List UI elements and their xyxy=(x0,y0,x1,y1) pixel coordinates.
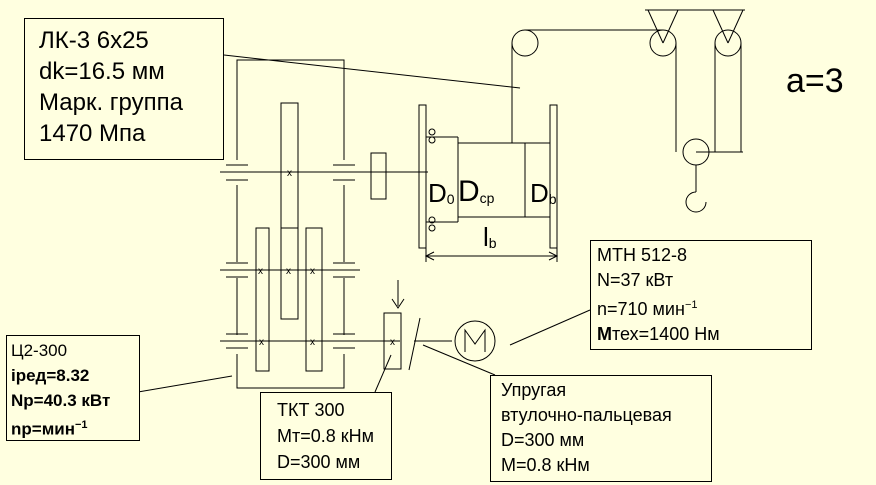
motor-speed-exp: −1 xyxy=(684,299,698,311)
reducer-ratio: iред=8.32 xyxy=(11,366,90,385)
drum-lb-label: lb xyxy=(483,222,497,253)
brake-torque: Мт=0.8 кНм xyxy=(277,426,375,446)
drum-d0-sub: 0 xyxy=(446,191,455,207)
reducer-model: Ц2-300 xyxy=(11,341,68,360)
brake-diameter: D=300 мм xyxy=(277,452,361,472)
coupling-torque: М=0.8 кНм xyxy=(501,455,590,475)
reducer-shafts xyxy=(220,171,428,342)
drum-dcp-main: D xyxy=(458,175,480,208)
gear-mark: x xyxy=(259,337,264,348)
brake-spec-box: ТКТ 300 Мт=0.8 кНм D=300 мм xyxy=(260,392,392,480)
reducer-speed: nр=мин−1 xyxy=(11,413,139,442)
motor-spec-box: МТН 512-8 N=37 кВт n=710 мин−1 Мтех=1400… xyxy=(590,240,812,350)
drum-d0-main: D xyxy=(428,178,447,208)
rope-grade-label: Марк. группа xyxy=(39,89,183,116)
motor-symbol-m xyxy=(464,328,486,352)
motor-speed-text: n=710 мин xyxy=(597,299,685,319)
rope-type: ЛК-3 6х25 xyxy=(39,27,149,54)
motor-torque: Мтех=1400 Нм xyxy=(597,322,811,347)
motor-torque-prefix: М xyxy=(597,324,612,344)
rope-spec-box: ЛК-3 6х25 dk=16.5 мм Марк. группа 1470 М… xyxy=(24,18,224,160)
coupling-diameter: D=300 мм xyxy=(501,430,585,450)
bearings xyxy=(226,164,355,349)
motor-speed: n=710 мин−1 xyxy=(597,293,811,322)
brake xyxy=(383,280,452,371)
motor-torque-rest: тех=1400 Нм xyxy=(612,324,720,344)
motor-model: МТН 512-8 xyxy=(597,245,688,265)
reducer-power: Nр=40.3 кВт xyxy=(11,391,111,410)
drum-coupling xyxy=(370,152,387,200)
gear-mark: x xyxy=(310,266,315,277)
gear-marks: x x x x x x x xyxy=(258,168,395,348)
drum-lb-sub: b xyxy=(488,235,497,251)
reducer-spec-box: Ц2-300 iред=8.32 Nр=40.3 кВт nр=мин−1 xyxy=(6,335,140,441)
reducer-speed-exp: −1 xyxy=(75,419,88,431)
gear-mark: x xyxy=(310,337,315,348)
drum-db-main: D xyxy=(530,178,549,208)
gear-mark: x xyxy=(390,337,395,348)
drum xyxy=(418,104,559,262)
drum-db-sub: b xyxy=(548,191,557,207)
drum-dcp-label: Dср xyxy=(458,175,494,209)
reducer-housing xyxy=(236,59,345,389)
brake-model: ТКТ 300 xyxy=(277,400,345,420)
coupling-type-2: втулочно-пальцевая xyxy=(501,405,672,425)
gears xyxy=(255,102,323,372)
drum-db-label: Db xyxy=(530,178,557,209)
gear-mark: x xyxy=(287,168,292,179)
drum-d0-label: D0 xyxy=(428,178,455,209)
motor-power: N=37 кВт xyxy=(597,270,674,290)
drum-lb-main: l xyxy=(483,222,489,252)
coupling-type-1: Упругая xyxy=(501,380,567,400)
rope-strength: 1470 Мпа xyxy=(39,120,146,147)
leader-lines xyxy=(137,54,591,393)
motor-symbol-circle xyxy=(454,320,496,362)
rope-diameter: dk=16.5 мм xyxy=(39,58,165,85)
drum-dcp-sub: ср xyxy=(479,190,495,206)
coupling-spec-box: Упругая втулочно-пальцевая D=300 мм М=0.… xyxy=(490,375,712,482)
rope-and-pulleys xyxy=(511,9,745,213)
gear-mark: x xyxy=(258,266,263,277)
gear-mark: x xyxy=(286,266,291,277)
reducer-speed-text: nр=мин xyxy=(11,419,75,439)
pulley-ratio-label: a=3 xyxy=(786,62,844,100)
